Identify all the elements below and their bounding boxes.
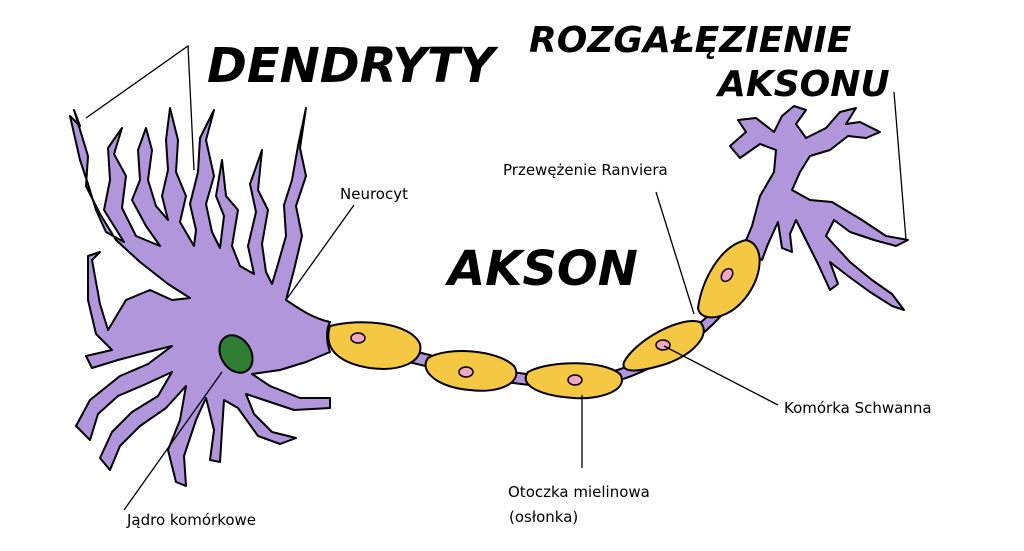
cell-nucleus: [218, 334, 254, 374]
schwann-nucleus: [720, 267, 734, 283]
myelin-sheath: [327, 238, 761, 400]
schwann-nucleus: [458, 366, 474, 378]
schwann-cell: [424, 350, 518, 392]
label-neurocyte: Neurocyt: [340, 185, 408, 203]
label-dendrites: DENDRYTY: [207, 38, 499, 94]
label-node-of-ranvier: Przewężenie Ranviera: [503, 161, 668, 179]
schwann-leader: [663, 345, 779, 406]
label-nucleus: Jądro komórkowe: [126, 511, 256, 529]
schwann-cell: [524, 362, 623, 400]
schwann-nucleus: [567, 374, 583, 386]
label-axon-branching-1: ROZGAŁĘZIENIE: [529, 20, 852, 61]
axon-terminal: [729, 105, 909, 311]
label-axon-branching-2: AKSONU: [715, 64, 890, 105]
schwann-cell: [622, 320, 705, 372]
nucleus-leader: [123, 371, 223, 511]
schwann-nucleus: [350, 332, 366, 344]
axon-branching-leader: [893, 91, 907, 241]
label-myelin-sheath-1: Otoczka mielinowa: [508, 483, 650, 501]
label-axon: AKSON: [444, 241, 638, 297]
schwann-cell: [696, 238, 761, 319]
leader-lines: [85, 44, 907, 511]
schwann-cell: [327, 321, 422, 370]
ranvier-leader: [655, 191, 695, 315]
dendrites-leader: [85, 44, 195, 171]
label-myelin-sheath-2: (osłonka): [509, 508, 578, 526]
neurocyte-leader: [285, 204, 355, 301]
soma-with-dendrites: [69, 107, 331, 487]
label-schwann-cell: Komórka Schwanna: [784, 399, 932, 417]
